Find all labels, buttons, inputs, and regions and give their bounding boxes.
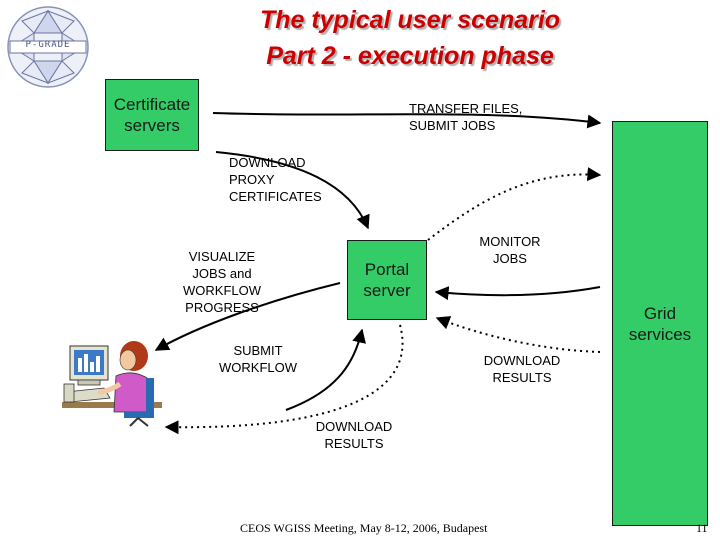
label-visualize: VISUALIZE JOBS and WORKFLOW PROGRESS [183, 249, 261, 315]
certificate-servers-label: Certificate servers [113, 95, 191, 135]
title-line-2: Part 2 - execution phase [266, 42, 554, 70]
arrow-monitor-jobs [434, 286, 601, 301]
label-transfer-files: TRANSFER FILES, SUBMIT JOBS [409, 101, 523, 133]
footer-text: CEOS WGISS Meeting, May 8-12, 2006, Buda… [240, 521, 488, 535]
label-monitor-jobs: MONITOR JOBS [479, 234, 541, 266]
portal-server-label: Portal server [363, 260, 411, 300]
label-submit-workflow: SUBMIT WORKFLOW [219, 343, 297, 375]
arrow-portal-to-grid-dotted [427, 167, 602, 241]
logo-text: P-GRADE [25, 40, 71, 50]
portal-server-node: Portal server [347, 240, 427, 320]
arrow-transfer-files [212, 112, 602, 129]
page-number: 11 [696, 521, 708, 535]
grid-services-label: Grid services [628, 303, 692, 344]
label-download-proxy: DOWNLOAD PROXY CERTIFICATES [229, 155, 322, 204]
certificate-servers-node: Certificate servers [105, 79, 199, 151]
label-download-results-user: DOWNLOAD RESULTS [315, 419, 393, 451]
arrow-download-results-grid [435, 316, 601, 353]
title-line-1: The typical user scenario [259, 6, 561, 34]
label-download-results-grid: DOWNLOAD RESULTS [483, 353, 561, 385]
grid-services-node: Grid services [612, 121, 708, 526]
arrow-download-results-user [164, 324, 404, 435]
